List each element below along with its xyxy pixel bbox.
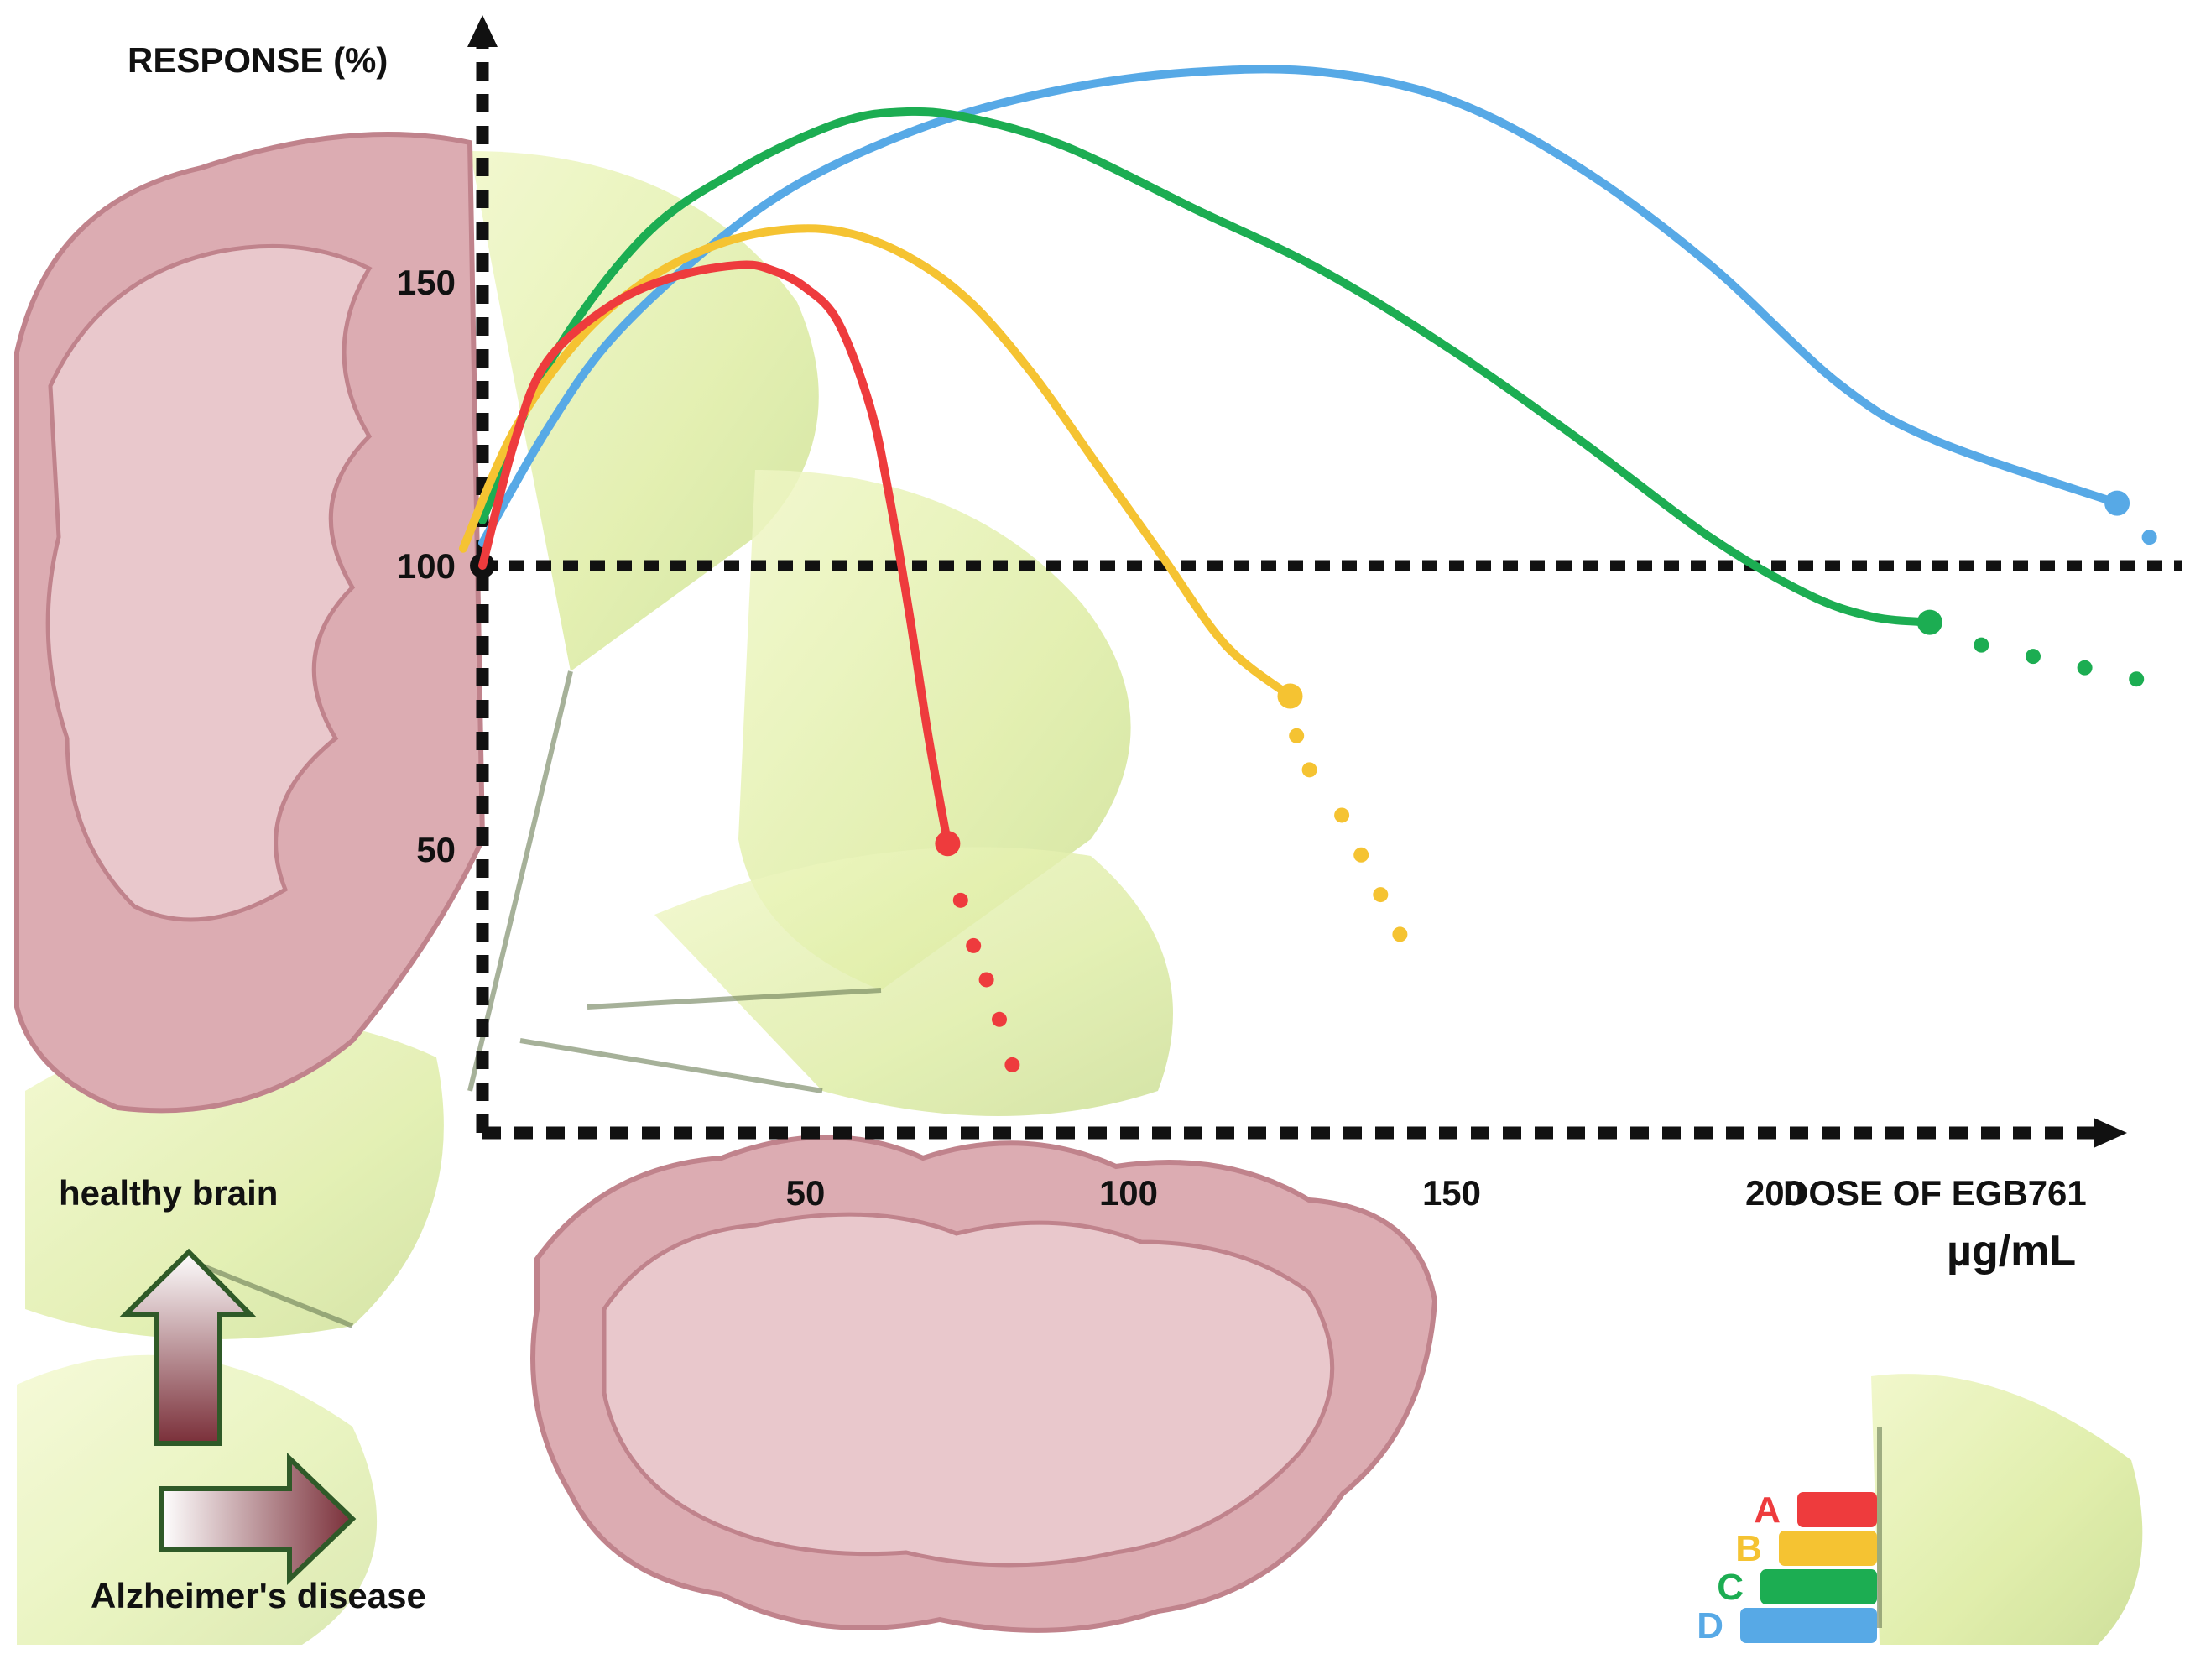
series-b-line [458,224,1295,701]
series-b-extrapolation-dot [1301,762,1317,778]
x-tick-label: 50 [786,1173,826,1213]
series-a-extrapolation-dot [992,1011,1007,1027]
series-a-endpoint [935,831,961,857]
legend-label: B [1735,1528,1762,1569]
healthy-brain-label: healthy brain [59,1173,278,1213]
series-a [478,260,1020,1072]
y-axis-arrowhead [467,15,498,47]
y-tick-label: 100 [397,546,456,586]
up-arrow-icon [119,1248,257,1446]
series-c-line [478,107,1934,627]
y-tick-label: 50 [416,830,456,869]
x-tick-label: 100 [1099,1173,1158,1213]
x-tick-labels: 50 100 150 200 [786,1173,1804,1213]
series-c-extrapolation-dot [1974,637,1989,653]
series-group [458,65,2157,1072]
series-c-extrapolation-dot [2077,660,2093,676]
series-b [458,224,1408,942]
alzheimers-disease-label: Alzheimer's disease [91,1576,426,1615]
legend-item-a: A [1754,1490,1877,1531]
right-arrow-icon [159,1452,357,1586]
series-b-extrapolation-dot [1373,887,1389,903]
y-tick-label: 150 [397,263,456,302]
x-tick-label: 200 [1745,1173,1804,1213]
series-c-endpoint [1916,609,1942,635]
brain-section-illustration [14,132,1438,1633]
x-axis-unit: µg/mL [1947,1227,2076,1276]
legend-swatch [1779,1531,1877,1566]
series-d-extrapolation-dot [2141,530,2157,545]
series-a-extrapolation-dot [966,937,982,953]
legend-swatch [1797,1492,1877,1527]
series-c-extrapolation-dot [2129,671,2145,687]
legend-swatch [1760,1569,1877,1604]
legend-swatch [1740,1608,1877,1643]
legend-item-c: C [1717,1567,1877,1608]
series-d-endpoint [2104,490,2130,516]
series-c [478,107,2145,687]
series-a-extrapolation-dot [952,892,968,908]
x-axis-arrowhead [2094,1118,2127,1148]
y-tick-labels: 50 100 150 [397,263,456,869]
series-a-line [478,260,952,848]
series-b-extrapolation-dot [1392,926,1408,942]
x-axis-label: DOSE OF EGB761 [1783,1173,2087,1213]
y-axis-label: RESPONSE (%) [128,40,388,80]
series-b-extrapolation-dot [1353,847,1369,863]
series-b-endpoint [1277,683,1303,709]
legend-item-d: D [1697,1605,1877,1646]
series-d [478,65,2157,547]
background-illustration [14,132,2143,1645]
legend-label: C [1717,1567,1744,1608]
legend-label: D [1697,1605,1723,1646]
legend-label: A [1754,1490,1781,1531]
series-b-extrapolation-dot [1334,807,1350,823]
series-d-line [478,65,2122,547]
x-tick-label: 150 [1422,1173,1481,1213]
series-a-extrapolation-dot [978,972,994,988]
series-a-extrapolation-dot [1004,1057,1020,1072]
legend-item-b: B [1735,1528,1877,1569]
series-c-extrapolation-dot [2026,649,2041,665]
series-b-extrapolation-dot [1289,728,1305,743]
